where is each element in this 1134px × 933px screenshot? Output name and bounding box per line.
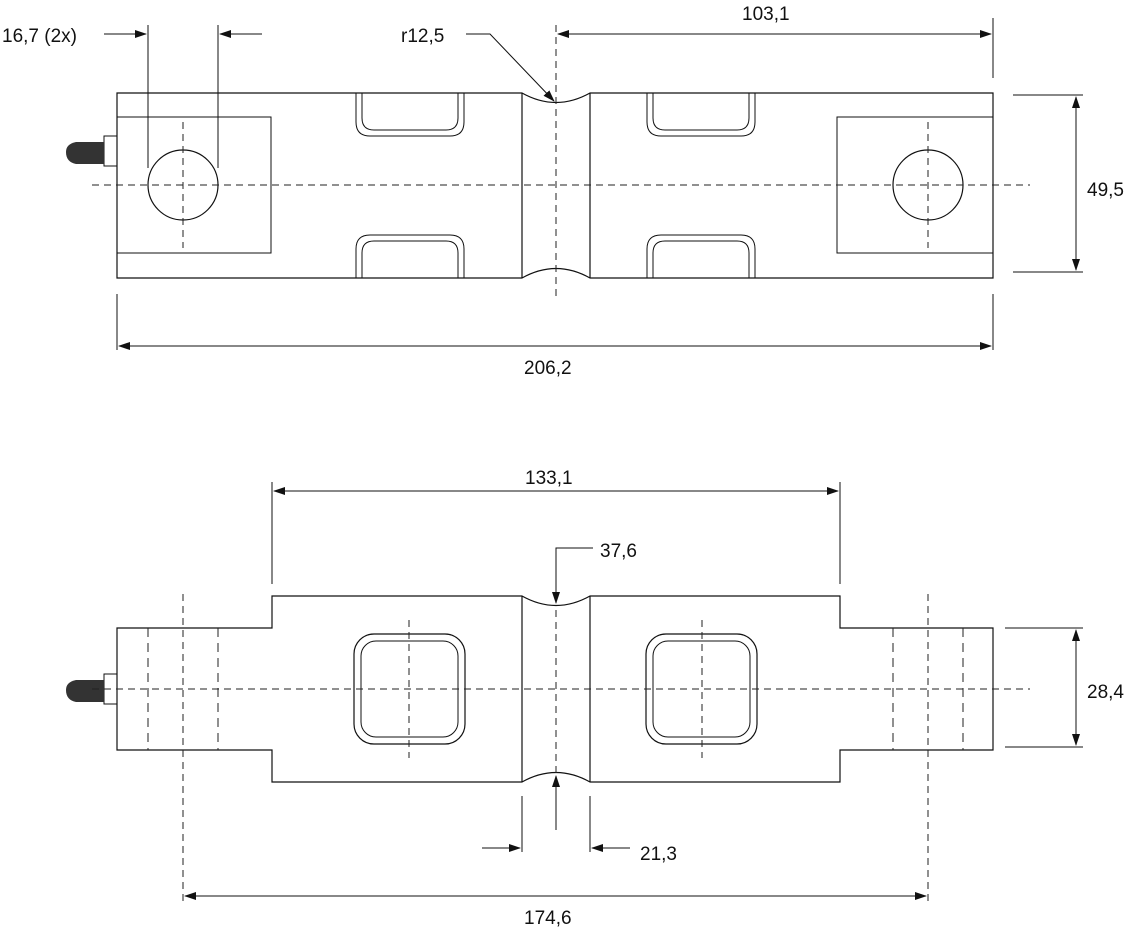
top-cable: [66, 135, 118, 167]
half-length-label: 103,1: [742, 4, 790, 25]
hole-spacing-label: 174,6: [524, 908, 572, 929]
top-view: 16,7 (2x) r12,5 103,1 49,5 206,2: [2, 4, 1124, 379]
thickness-label: 28,4: [1087, 682, 1124, 703]
side-view: 133,1 37,6 28,4 21,3 174,6: [66, 468, 1124, 929]
top-pocket-left-upper: [355, 93, 465, 137]
neck-width-label: 21,3: [640, 844, 677, 865]
hole-diameter-label: 16,7 (2x): [2, 26, 77, 47]
center-section-label: 133,1: [525, 468, 573, 489]
overall-length-dimension: 206,2: [116, 294, 994, 379]
thickness-dimension: 28,4: [1005, 627, 1124, 748]
center-section-dimension: 133,1: [271, 468, 841, 584]
neck-thickness-label: 37,6: [600, 541, 637, 562]
half-length-dimension: 103,1: [557, 4, 994, 78]
height-dimension: 49,5: [1013, 94, 1124, 273]
neck-width-dimension: 21,3: [482, 796, 677, 865]
hole-diameter-dimension: 16,7 (2x): [2, 25, 262, 168]
neck-radius-label: r12,5: [401, 26, 444, 47]
top-pocket-left-lower: [355, 234, 465, 278]
top-pocket-right-lower: [646, 234, 756, 278]
neck-thickness-dimension: 37,6: [552, 541, 637, 830]
neck-radius-dimension: r12,5: [401, 26, 555, 102]
top-view-body-outline: [116, 92, 994, 279]
height-label: 49,5: [1087, 180, 1124, 201]
side-view-body-outline: [116, 595, 994, 783]
hole-spacing-dimension: 174,6: [184, 892, 927, 929]
overall-length-label: 206,2: [524, 358, 572, 379]
top-pocket-right-upper: [646, 93, 756, 137]
